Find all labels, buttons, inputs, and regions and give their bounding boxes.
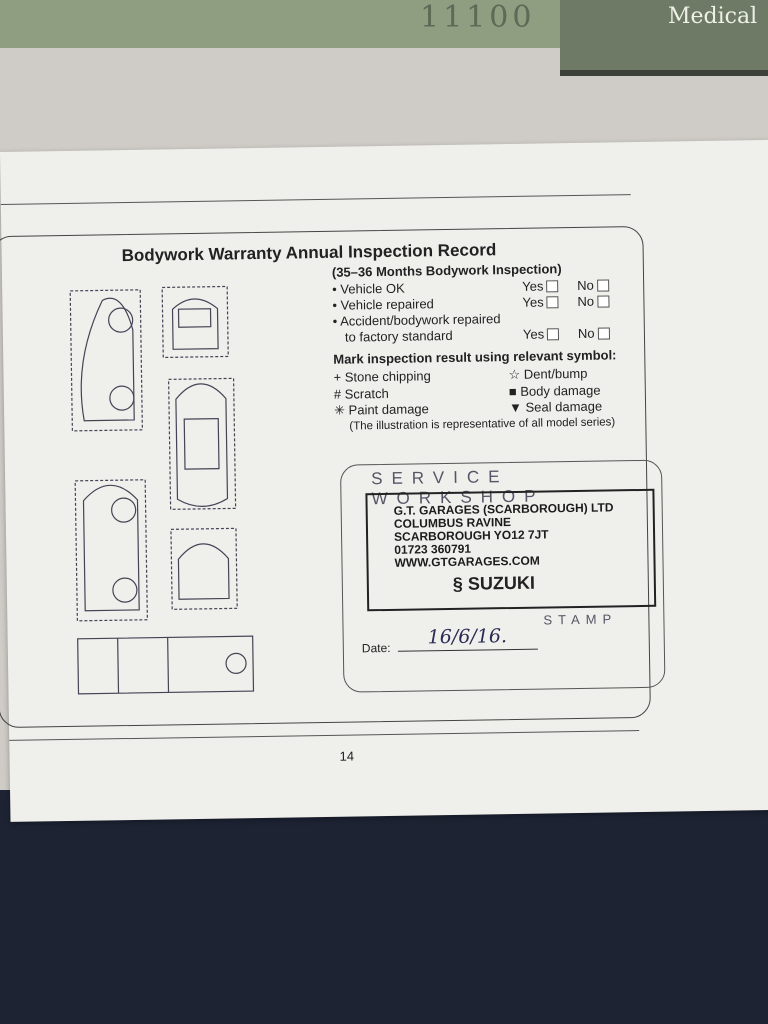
date-label: Date: [361, 640, 391, 656]
other-side-car [74, 479, 148, 622]
medical-folder [560, 0, 768, 76]
stamp-line: WWW.GTGARAGES.COM [394, 553, 540, 570]
service-book-page: Bodywork Warranty Annual Inspection Reco… [0, 139, 768, 822]
inspection-checklist: (35–36 Months Bodywork Inspection) • Veh… [332, 260, 635, 433]
symbol-legend: + Stone chipping ☆ Dent/bump # Scratch ■… [333, 365, 634, 419]
front-view-car [161, 285, 229, 359]
no-label: No [577, 325, 595, 341]
underside-view-car [77, 635, 255, 695]
no-checkbox[interactable] [596, 279, 609, 292]
car-diagrams [69, 285, 255, 695]
yes-checkbox[interactable] [547, 328, 560, 341]
symbol-seal-damage: ▼ Seal damage [508, 398, 603, 416]
workshop-stamp-area: SERVICE WORKSHOP G.T. GARAGES (SCARBOROU… [339, 459, 666, 693]
yes-label: Yes [522, 278, 544, 294]
no-checkbox[interactable] [597, 327, 610, 340]
date-field: Date: 16/6/16. [361, 625, 538, 656]
stamp-address: G.T. GARAGES (SCARBOROUGH) LTD COLUMBUS … [394, 500, 615, 570]
top-view-car [167, 377, 237, 510]
yes-checkbox[interactable] [546, 296, 559, 309]
no-label: No [577, 293, 595, 309]
side-view-car [69, 289, 143, 432]
symbol-scratch: # Scratch [333, 385, 389, 402]
printed-stamp: STAMP [543, 611, 618, 628]
rear-view-car [170, 527, 238, 610]
question-factory-standard: to factory standard Yes No [333, 325, 633, 346]
mark-heading: Mark inspection result using relevant sy… [333, 347, 617, 367]
page-number: 14 [339, 748, 355, 764]
no-checkbox[interactable] [596, 295, 610, 308]
table-surface [0, 790, 768, 1024]
folder-label: Medical [668, 4, 758, 29]
symbol-stone-chipping: + Stone chipping [333, 368, 431, 385]
suzuki-logo: § SUZUKI [453, 573, 535, 595]
bottom-rule [9, 730, 640, 741]
symbol-paint-damage: ✳ Paint damage [333, 401, 429, 418]
date-value[interactable]: 16/6/16. [427, 625, 508, 649]
symbol-dent-bump: ☆ Dent/bump [508, 365, 588, 383]
yes-label: Yes [522, 294, 544, 310]
question-label: to factory standard [344, 327, 453, 345]
suzuki-s-icon: § [452, 573, 464, 594]
brand-name: SUZUKI [467, 572, 536, 594]
garage-stamp: G.T. GARAGES (SCARBOROUGH) LTD COLUMBUS … [365, 488, 657, 612]
yes-checkbox[interactable] [546, 280, 559, 293]
symbol-body-damage: ■ Body damage [508, 382, 601, 400]
no-label: No [577, 277, 594, 293]
top-rule [0, 194, 631, 205]
folder-handwriting: 11100 [420, 0, 536, 35]
yes-label: Yes [522, 326, 545, 342]
